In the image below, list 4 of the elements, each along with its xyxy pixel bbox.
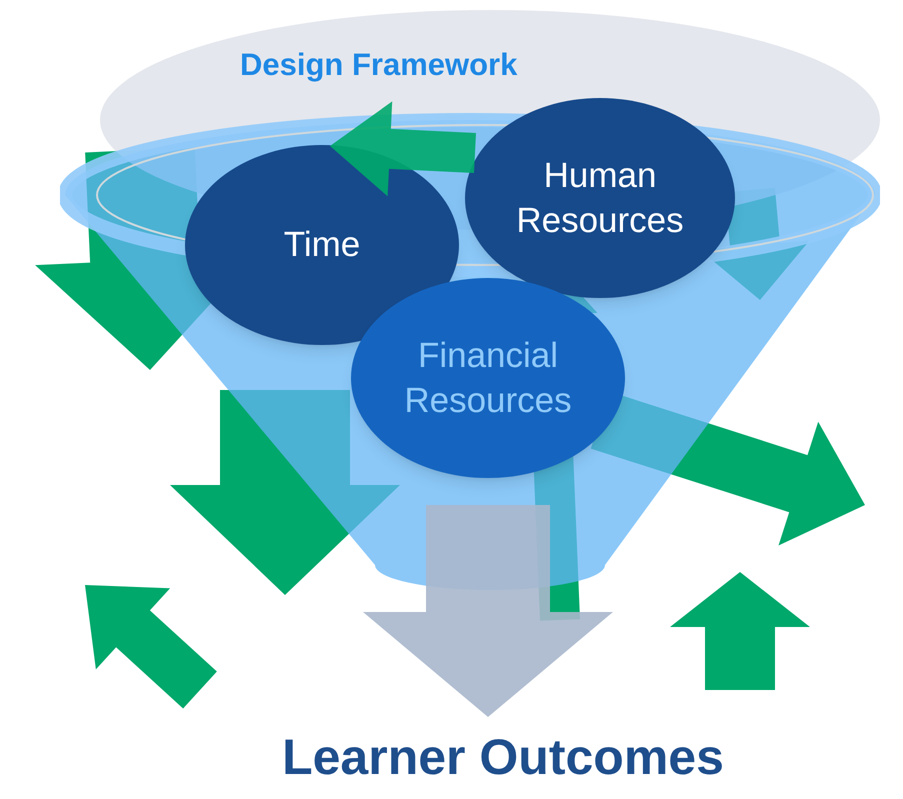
outcome-heading: Learner Outcomes: [150, 722, 856, 792]
block-arrow: [363, 505, 613, 717]
funnel-title: Design Framework: [240, 46, 518, 84]
block-arrow: [330, 101, 476, 196]
